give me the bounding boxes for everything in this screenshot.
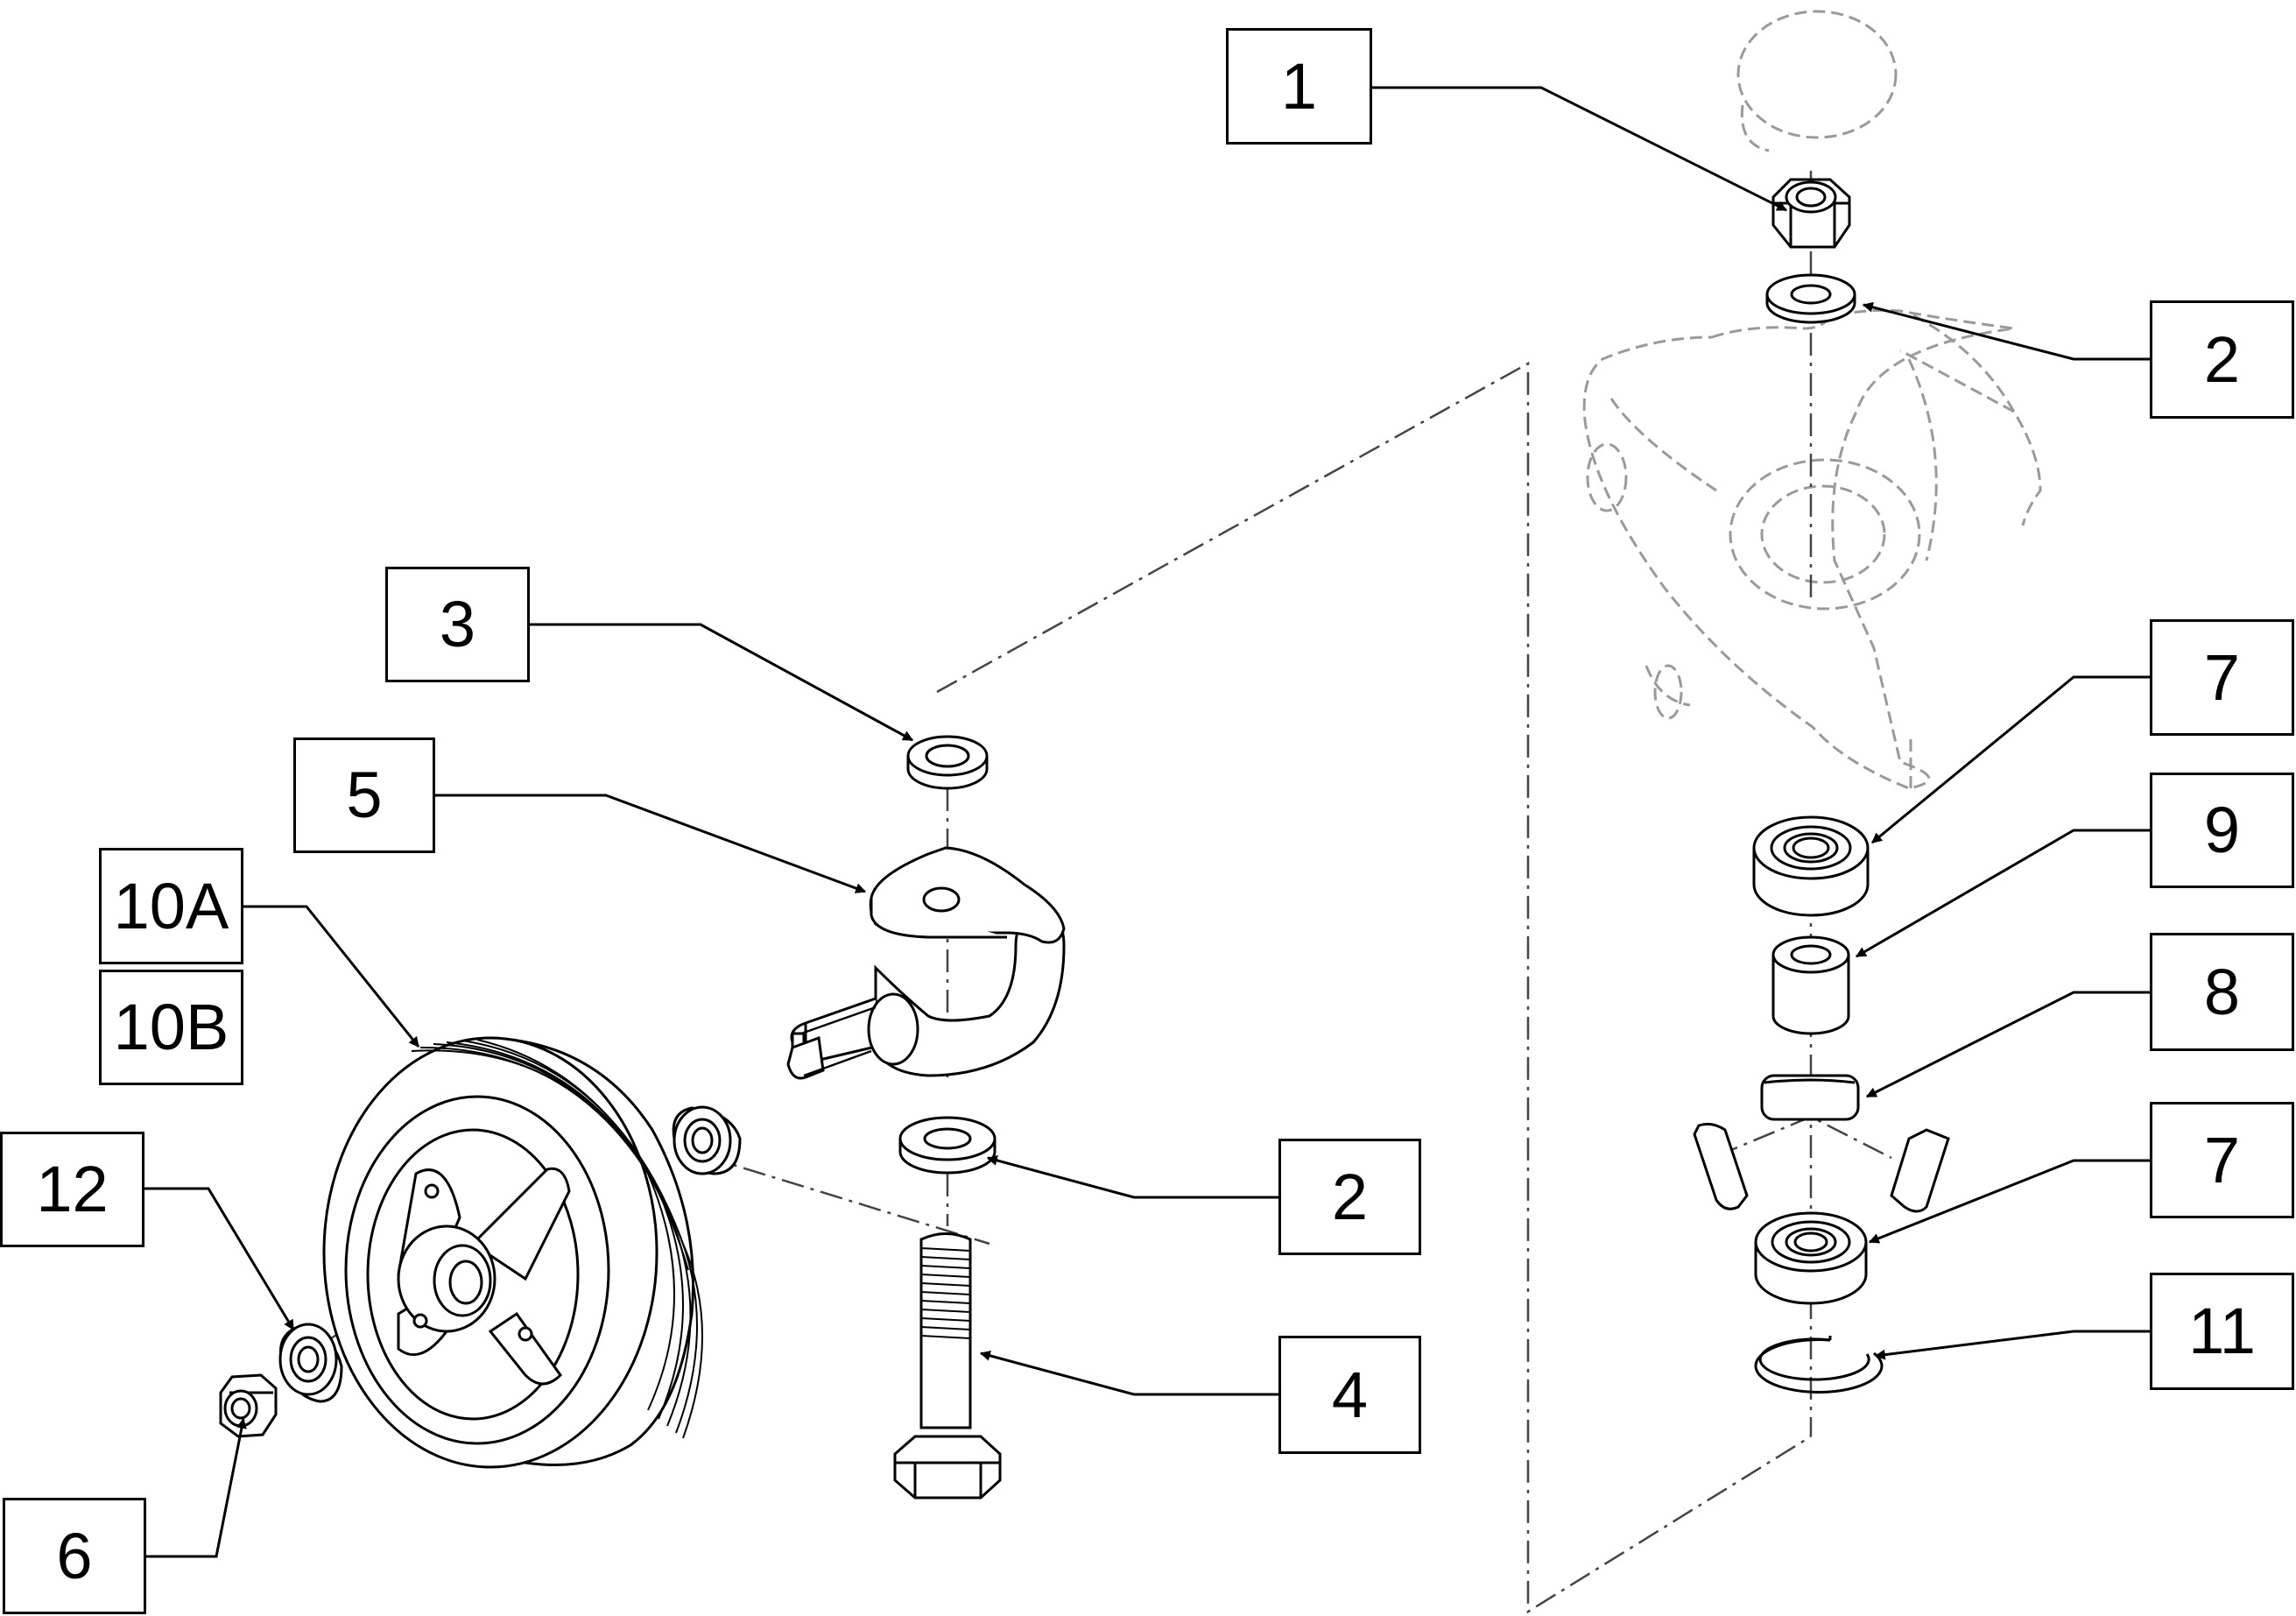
leader-9 (1855, 829, 2150, 958)
callout-1: 1 (1226, 28, 1372, 145)
leader-7a (1871, 675, 2150, 844)
callout-7a: 7 (2150, 619, 2294, 736)
caster-fork (786, 846, 1066, 1080)
leader-6 (146, 1417, 247, 1558)
callout-3: 3 (385, 567, 530, 682)
wheel-bearing-left (278, 1323, 343, 1403)
leader-4 (979, 1351, 1278, 1396)
bearing-upper (1752, 815, 1870, 917)
wheel-bearing-right (672, 1105, 742, 1175)
callout-12: 12 (0, 1132, 144, 1247)
axle-nut (219, 1373, 278, 1438)
leader-2a (1862, 301, 2150, 361)
leader-3 (530, 623, 914, 742)
callout-7b: 7 (2150, 1102, 2294, 1218)
ghost-caster-housing (1582, 10, 2042, 790)
callout-10a: 10A (99, 848, 243, 964)
callout-6: 6 (3, 1498, 146, 1614)
leader-1 (1372, 86, 1788, 212)
leader-11 (1874, 1330, 2150, 1360)
callout-11: 11 (2150, 1273, 2294, 1390)
washer-upper (1765, 273, 1856, 324)
spacer-pads (1693, 1074, 1950, 1213)
wheel (322, 1036, 703, 1469)
callout-2: 2 (2150, 300, 2294, 419)
callout-5: 5 (293, 737, 435, 853)
callout-4: 4 (1278, 1336, 1421, 1454)
leader-10a (243, 905, 420, 1048)
leader-5 (435, 794, 867, 893)
callout-10b: 10B (99, 970, 243, 1085)
lock-nut (1771, 178, 1851, 249)
bolt (893, 1232, 1002, 1500)
washer-top-fork (906, 735, 989, 790)
callout-2b: 2 (1278, 1139, 1421, 1255)
leader-12 (144, 1187, 295, 1331)
leader-8 (1865, 991, 2150, 1098)
callout-8: 8 (2150, 933, 2294, 1051)
retaining-ring (1754, 1336, 1884, 1394)
leader-2b (986, 1155, 1278, 1199)
leader-lines (144, 86, 2150, 1558)
bearing-lower (1754, 1211, 1868, 1305)
callout-9: 9 (2150, 773, 2294, 888)
leader-7b (1868, 1159, 2150, 1244)
washer-lower (898, 1116, 997, 1175)
spacer (1771, 935, 1850, 1035)
